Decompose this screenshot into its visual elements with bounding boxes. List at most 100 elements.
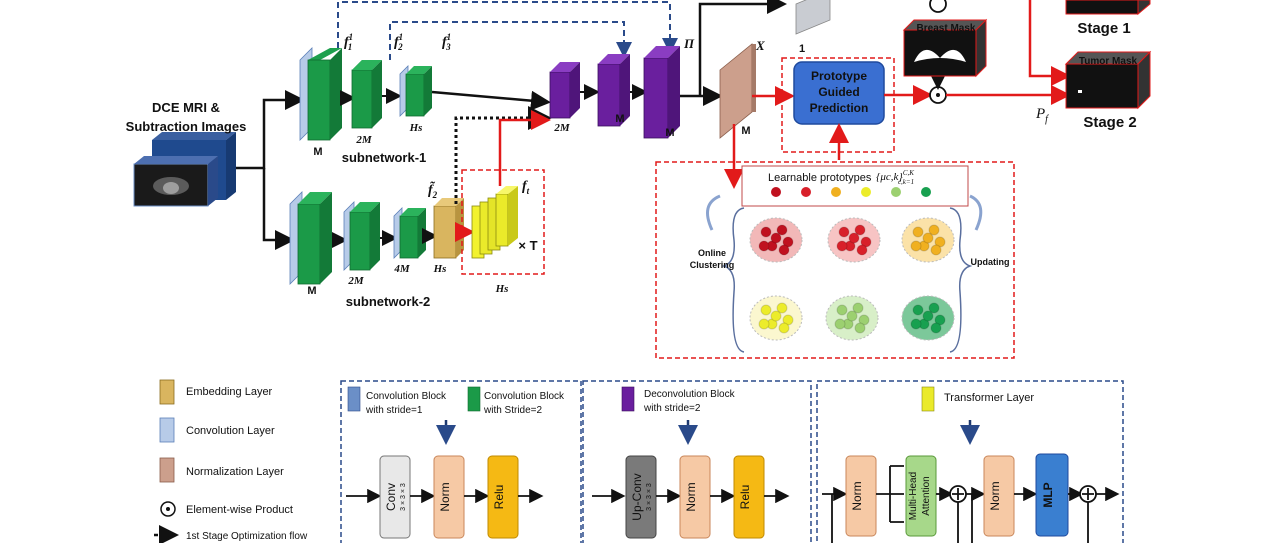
subnetwork-1-label: subnetwork-1: [342, 150, 427, 165]
tumor-mask-label: Tumor Mask: [1079, 56, 1138, 67]
deconv-norm-label: Norm: [684, 482, 698, 511]
tr-norm2-box: [983, 455, 1015, 537]
top-layer-label-1: 1: [799, 43, 805, 55]
stage1-label: Stage 1: [1077, 20, 1130, 37]
ppg-dashed-box: [781, 57, 895, 153]
transformer-stack: [471, 186, 518, 259]
prototype-dot-3: [831, 187, 841, 197]
prototypes-panel: [655, 161, 1015, 359]
legend-normalization-swatch: [159, 457, 175, 483]
subnet2-block3: [393, 207, 426, 259]
transformer-layer-label: Transformer Layer: [944, 392, 1034, 404]
s2-size-hs: Hs: [433, 263, 447, 275]
conv-stride2-swatch: [467, 386, 481, 412]
f2-tilde-label: f̃2: [428, 180, 438, 200]
ppg-line3: Prediction: [810, 101, 869, 115]
deconv-norm-box: [679, 455, 711, 539]
tr-mha-label2: Attention: [921, 476, 932, 515]
prototype-dot-5: [891, 187, 901, 197]
prototype-clusters: [749, 217, 955, 341]
s1-size-2m: 2M: [355, 134, 373, 146]
stage1-to-stage2-arrow: [1028, 0, 1071, 86]
upconv-op-label: Up-Conv: [630, 473, 644, 520]
updating-arrow: [969, 194, 983, 231]
tumor-mask-volume: [1064, 50, 1152, 110]
s2-size-m: M: [307, 285, 316, 297]
deconv-label2: with stride=2: [643, 403, 701, 414]
legend-product-label: Element-wise Product: [186, 504, 293, 516]
legend-embedding-label: Embedding Layer: [186, 386, 273, 398]
s1-size-hs: Hs: [409, 122, 423, 134]
cluster-3: [901, 217, 955, 263]
clustering-label: Clustering: [690, 260, 735, 270]
s2-size-2m: 2M: [347, 275, 365, 287]
ppg-line2: Guided: [818, 85, 859, 99]
deconv-block-panel: [582, 380, 812, 543]
conv-op-label: Conv: [384, 483, 398, 511]
pi-label: Π: [683, 36, 695, 51]
skip-connection-outer: [337, 1, 678, 54]
conv-stride2-label1: Convolution Block: [484, 391, 565, 402]
dec-size-2m: 2M: [553, 122, 571, 134]
subnet2-block1: [289, 191, 332, 285]
upconv-op-size: 3 × 3 × 3: [646, 483, 653, 511]
ft-label: ft: [522, 179, 530, 196]
upconv-op-box: [625, 455, 657, 539]
breast-mask-volume: [902, 18, 988, 78]
conv-op-box: [379, 455, 411, 539]
deconv-relu-box: [733, 455, 765, 539]
prototype-dot-2: [801, 187, 811, 197]
stage2-label: Stage 2: [1083, 114, 1136, 131]
subnetwork-2-label: subnetwork-2: [346, 294, 431, 309]
cluster-1: [749, 217, 803, 263]
deconv-swatch: [621, 386, 635, 412]
prototype-dot-6: [921, 187, 931, 197]
legend-embedding-swatch: [159, 379, 175, 405]
conv-op-size: 3 × 3 × 3: [400, 483, 407, 511]
dec-size-m2: M: [665, 127, 674, 139]
skip-connection-inner: [389, 21, 632, 60]
conv-stride1-label2: with stride=1: [365, 405, 423, 416]
legend-normalization-label: Normalization Layer: [186, 466, 284, 478]
top-gray-layer: [795, 0, 831, 35]
input-title-line1: DCE MRI &: [152, 100, 220, 115]
legend: [154, 379, 179, 543]
s1-size-m: M: [313, 146, 322, 158]
learnable-prototypes-title: Learnable prototypes: [768, 172, 872, 184]
decoder-block1: [549, 62, 580, 119]
prototype-dot-4: [861, 187, 871, 197]
legend-flow-label: 1st Stage Optimization flow: [186, 531, 308, 542]
transformer-stack-box: [461, 169, 545, 275]
conv-relu-label: Relu: [492, 485, 506, 510]
subnet1-block3: [399, 65, 432, 117]
conv-stride1-swatch: [347, 386, 361, 412]
legend-convolution-label: Convolution Layer: [186, 425, 275, 437]
deconv-relu-label: Relu: [738, 485, 752, 510]
cluster-6: [901, 295, 955, 341]
decoder-block3: [643, 46, 680, 139]
tr-mlp-box: [1035, 453, 1069, 537]
prototype-dot-1: [771, 187, 781, 197]
conv-stride1-label1: Convolution Block: [366, 391, 447, 402]
tr-norm1-label: Norm: [850, 481, 864, 510]
input-title-line2: Subtraction Images: [126, 119, 247, 134]
tr-norm1-box: [845, 455, 877, 537]
online-label: Online: [698, 248, 726, 258]
s1-to-decoder-arrow: [431, 90, 551, 111]
subnet1-block2: [351, 60, 382, 129]
ppg-line1: Prototype: [811, 69, 867, 83]
tr-mha-box: [905, 455, 937, 537]
conv-norm-box: [433, 455, 465, 539]
pf-label: Pf: [1035, 106, 1049, 125]
hs-label-transformer: Hs: [495, 283, 509, 295]
breast-mask-label: Breast Mask: [917, 23, 976, 34]
online-clustering-arrow: [706, 194, 721, 231]
stage1-volume: [1065, 0, 1139, 15]
transformer-layer-panel: [816, 380, 1124, 543]
x-label: X: [755, 38, 765, 53]
